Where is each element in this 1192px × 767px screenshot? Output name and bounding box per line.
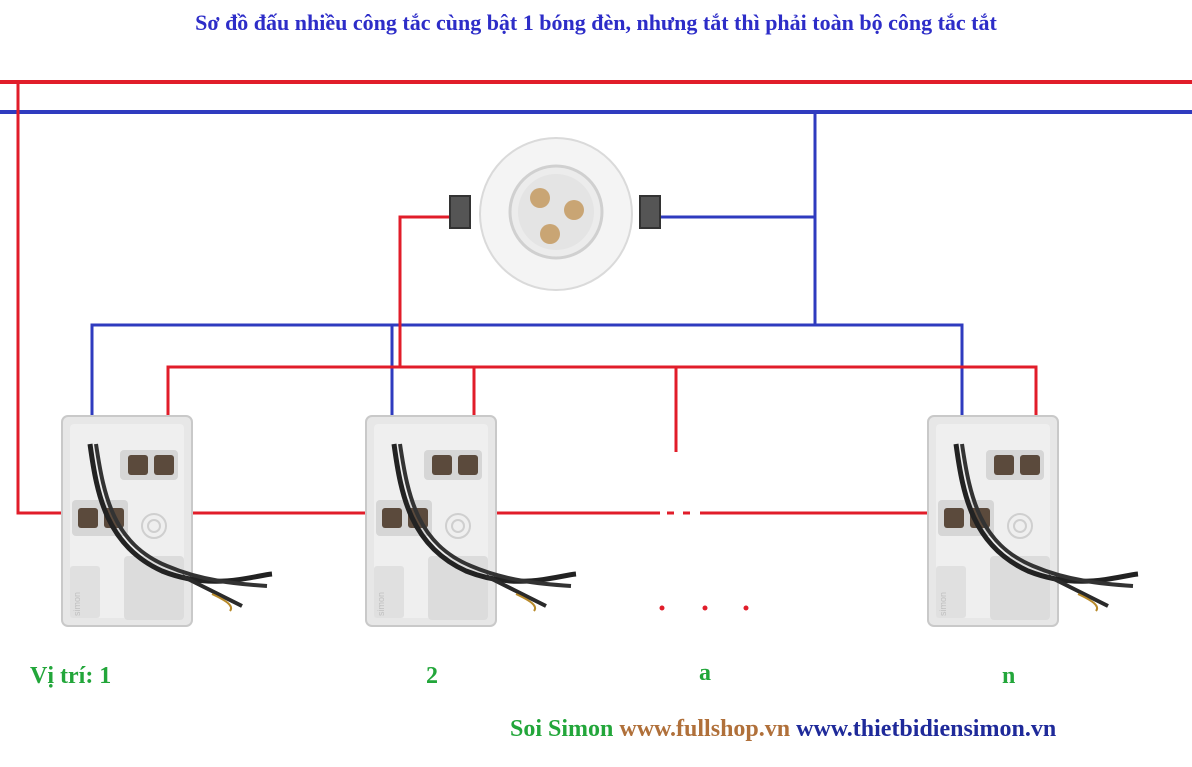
footer-credits: Soi Simon www.fullshop.vn www.thietbidie… (510, 716, 1056, 743)
footer-site-fullshop[interactable]: www.fullshop.vn (619, 716, 791, 742)
ellipsis-dot (702, 605, 708, 611)
ellipsis-dot (659, 605, 665, 611)
footer-brand: Soi Simon (510, 716, 614, 742)
diagram-title: Sơ đồ đấu nhiều công tắc cùng bật 1 bóng… (195, 10, 997, 35)
lamp-live-wire (398, 215, 458, 367)
position-label-a: a (699, 660, 711, 686)
switch-1-icon (61, 415, 272, 627)
footer-site-thietbidiensimon[interactable]: www.thietbidiensimon.vn (796, 716, 1057, 742)
switch-n-icon (927, 415, 1138, 627)
switch-2-icon (365, 415, 576, 627)
neutral-switch-bus (90, 323, 964, 445)
ellipsis-dot (743, 605, 749, 611)
position-label-1: Vị trí: 1 (30, 663, 112, 689)
position-label-n: n (1002, 663, 1016, 689)
lamp-icon (449, 137, 661, 291)
position-label-2: 2 (426, 663, 438, 689)
switch-output-bus (166, 365, 1038, 462)
